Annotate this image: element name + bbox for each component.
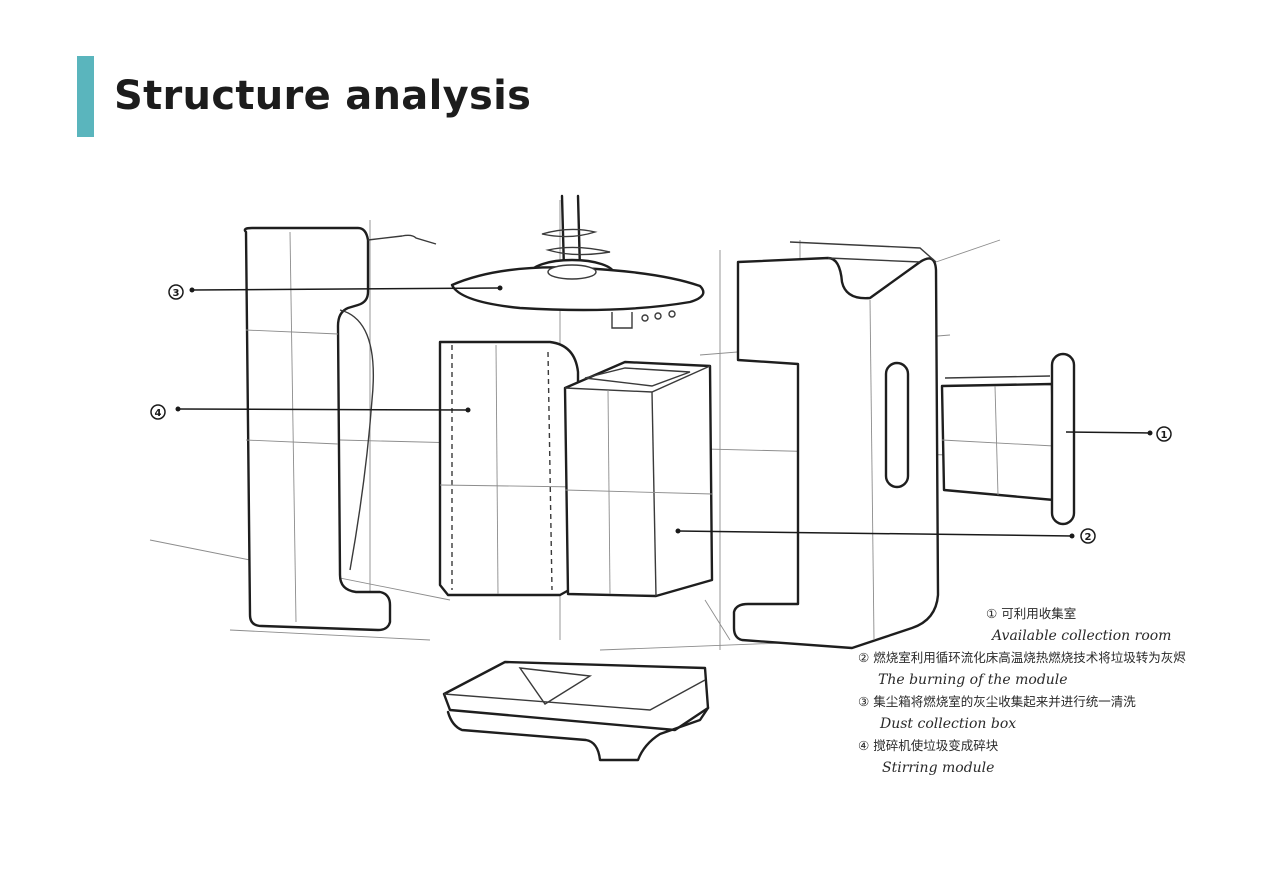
- title-accent-bar: [77, 56, 94, 137]
- callout-2: 2: [675, 528, 1096, 544]
- legend-item-1-number: ①: [986, 606, 998, 621]
- callout-3-label: 3: [173, 288, 180, 299]
- legend-item-2-cn: 燃烧室利用循环流化床高温烧热燃烧技术将垃圾转为灰烬: [873, 650, 1186, 665]
- legend-item-2: ② 燃烧室利用循环流化床高温烧热燃烧技术将垃圾转为灰烬 The burning …: [858, 647, 1188, 691]
- callout-1: 1: [1065, 426, 1172, 442]
- callout-1-label: 1: [1161, 430, 1168, 441]
- right-housing: [732, 239, 1001, 650]
- legend-item-4: ④ 搅碎机使垃圾变成碎块 Stirring module: [858, 735, 1188, 779]
- legend-item-2-en: The burning of the module: [878, 672, 1068, 688]
- legend-item-1: ① 可利用收集室 Available collection room: [858, 603, 1188, 647]
- legend-item-1-en: Available collection room: [992, 628, 1172, 644]
- legend-item-4-cn: 搅碎机使垃圾变成碎块: [873, 738, 999, 753]
- legend-item-3-en: Dust collection box: [880, 716, 1017, 732]
- callout-2-label: 2: [1085, 532, 1092, 543]
- legend-item-3-number: ③: [858, 694, 870, 709]
- stirring-head: [450, 194, 705, 329]
- stirring-module-body: [438, 340, 580, 597]
- legend: ① 可利用收集室 Available collection room ② 燃烧室…: [858, 603, 1188, 779]
- dust-collection-tray: [442, 660, 710, 762]
- legend-item-4-number: ④: [858, 738, 870, 753]
- legend-item-3-cn: 集尘箱将燃烧室的灰尘收集起来并进行统一清洗: [873, 694, 1136, 709]
- burning-module-box: [563, 360, 714, 598]
- callout-4-label: 4: [155, 408, 162, 419]
- legend-item-4-en: Stirring module: [882, 760, 995, 776]
- legend-item-3: ③ 集尘箱将燃烧室的灰尘收集起来并进行统一清洗 Dust collection …: [858, 691, 1188, 735]
- callout-3: 3: [168, 284, 503, 300]
- legend-item-1-cn: 可利用收集室: [1001, 606, 1077, 621]
- legend-item-2-number: ②: [858, 650, 870, 665]
- callout-4: 4: [150, 404, 471, 420]
- left-housing: [243, 226, 437, 632]
- collection-drawer: [940, 352, 1076, 526]
- page-title: Structure analysis: [114, 73, 532, 119]
